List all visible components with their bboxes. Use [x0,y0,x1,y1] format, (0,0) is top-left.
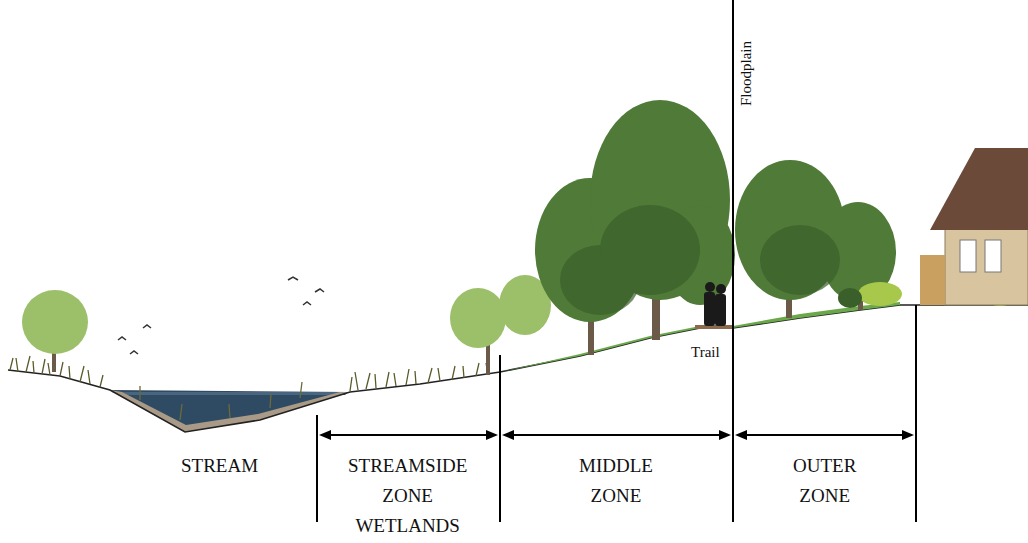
trees [22,100,1020,375]
zone-label: STREAMSIDE ZONE WETLANDS [348,451,467,541]
zone-label: MIDDLE ZONE [579,451,653,511]
ground-profile [8,302,1028,543]
people-silhouette [704,282,726,326]
floodplain-label: Floodplain [737,41,755,106]
dimension-arrows [319,430,914,440]
zone-label: OUTER ZONE [793,451,856,511]
birds [118,277,324,354]
house [920,148,1028,305]
trail-label: Trail [691,343,720,361]
zone-dividers [317,0,916,522]
wetland-grass [10,356,488,420]
zone-label: STREAM [181,451,258,481]
